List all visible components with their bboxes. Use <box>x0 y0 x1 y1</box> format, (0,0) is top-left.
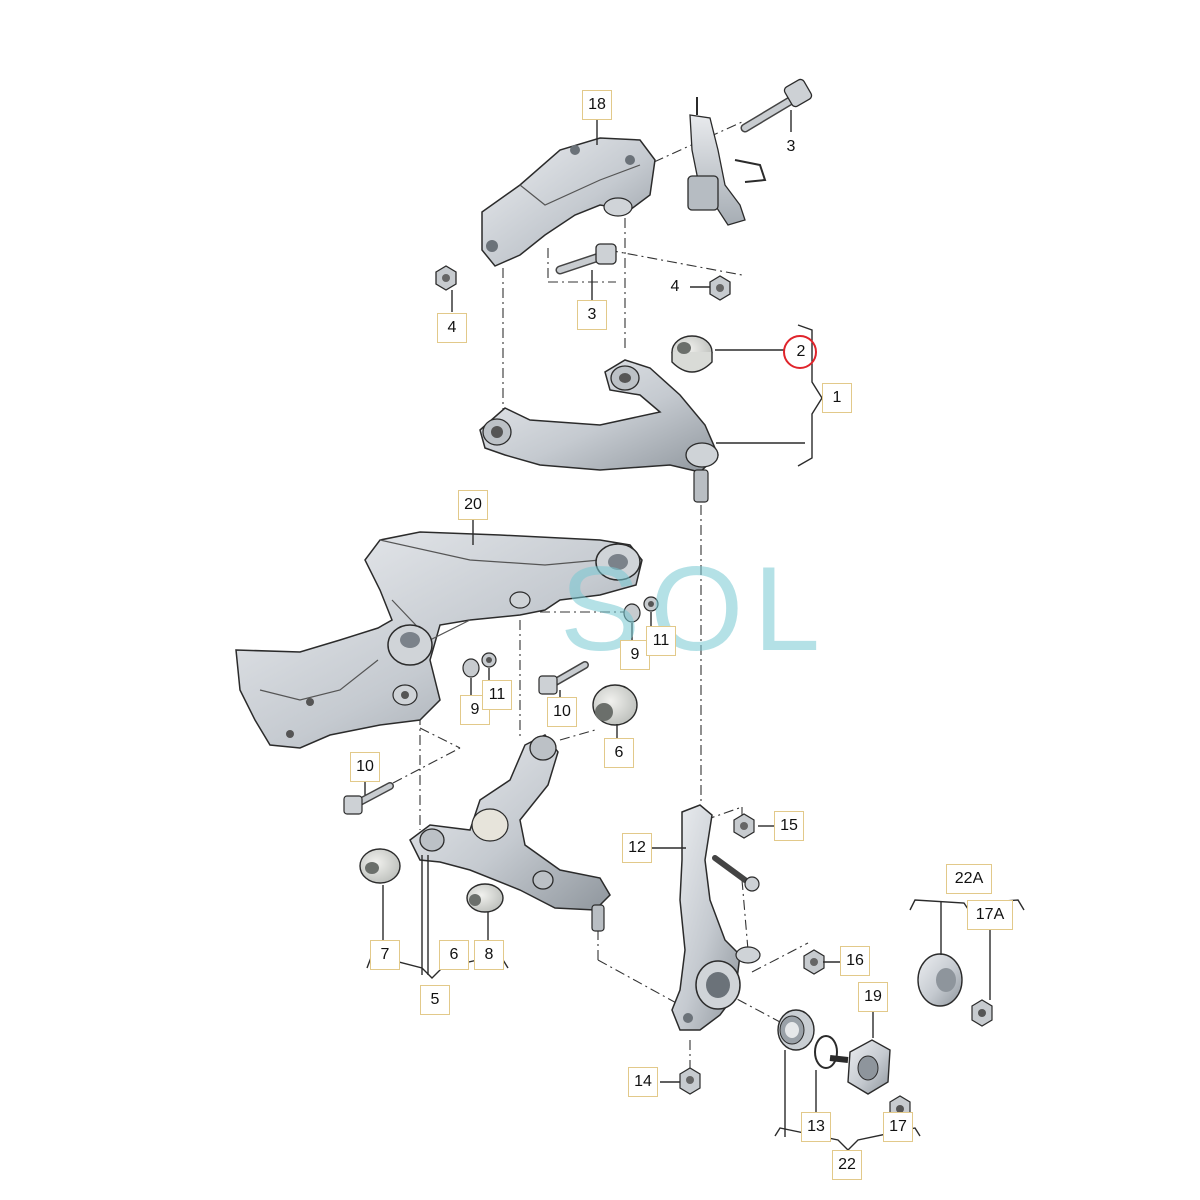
label-part-11-left: 11 <box>482 680 512 710</box>
bolt-part-10-upper <box>538 661 589 695</box>
nut-part-11-left <box>481 652 497 668</box>
label-part-10-lower: 10 <box>350 752 380 782</box>
bushing-part-2 <box>671 335 713 373</box>
nut-part-14 <box>679 1067 701 1095</box>
label-part-3-upper: 3 <box>786 138 796 155</box>
label-part-2: 2 <box>796 343 806 360</box>
subframe-part-20 <box>235 531 643 749</box>
hub-nut-part-17A <box>971 999 993 1027</box>
label-part-22A: 22A <box>946 864 992 894</box>
label-part-16: 16 <box>840 946 870 976</box>
sensor-bolt <box>712 855 760 892</box>
label-part-13: 13 <box>801 1112 831 1142</box>
label-part-9-right: 9 <box>620 640 650 670</box>
label-part-20: 20 <box>458 490 488 520</box>
highlight-circle-part-2 <box>783 335 817 369</box>
label-part-18: 18 <box>582 90 612 120</box>
label-part-4-right: 4 <box>670 278 680 295</box>
label-part-17: 17 <box>883 1112 913 1142</box>
watermark: SOL <box>560 542 831 676</box>
leader-lines <box>364 110 991 1137</box>
label-part-14: 14 <box>628 1067 658 1097</box>
hub-assembly-part-22A <box>917 953 963 1007</box>
label-part-15: 15 <box>774 811 804 841</box>
label-part-22: 22 <box>832 1150 862 1180</box>
label-part-7: 7 <box>370 940 400 970</box>
nut-part-4-left <box>435 265 457 291</box>
label-part-1: 1 <box>822 383 852 413</box>
label-part-4-left: 4 <box>437 313 467 343</box>
washer-part-9-right <box>623 603 641 623</box>
label-part-6-upper: 6 <box>604 738 634 768</box>
upper-control-arm-part-1 <box>479 359 719 503</box>
lower-control-arm-part-5 <box>409 734 611 932</box>
washer-part-9-left <box>462 658 480 678</box>
nut-part-11-right <box>643 596 659 612</box>
label-part-5: 5 <box>420 985 450 1015</box>
circlip-part-13 <box>814 1035 838 1069</box>
label-part-19: 19 <box>858 982 888 1012</box>
nut-part-16 <box>803 949 825 975</box>
nut-part-15 <box>733 813 755 839</box>
label-part-10-upper: 10 <box>547 697 577 727</box>
height-sensor-bracket <box>687 97 767 226</box>
assembly-lines <box>392 121 809 1080</box>
label-part-3-lower: 3 <box>577 300 607 330</box>
nut-part-4-right <box>709 275 731 301</box>
bolt-part-3-lower <box>555 243 617 275</box>
bolt-part-3-upper <box>740 78 813 133</box>
label-part-6-lower: 6 <box>439 940 469 970</box>
bushing-part-8 <box>466 883 504 913</box>
label-part-11-right: 11 <box>646 626 676 656</box>
label-part-17A: 17A <box>967 900 1013 930</box>
wheel-hub-part-19 <box>829 1039 891 1095</box>
bolt-part-10-lower <box>343 782 394 815</box>
label-part-12: 12 <box>622 833 652 863</box>
bushing-part-7 <box>359 848 401 884</box>
bushing-part-6 <box>592 684 638 726</box>
label-part-8: 8 <box>474 940 504 970</box>
steering-bracket-part-18 <box>481 137 656 267</box>
wheel-bearing-part-22 <box>777 1009 815 1051</box>
steering-knuckle-part-12 <box>671 804 761 1031</box>
